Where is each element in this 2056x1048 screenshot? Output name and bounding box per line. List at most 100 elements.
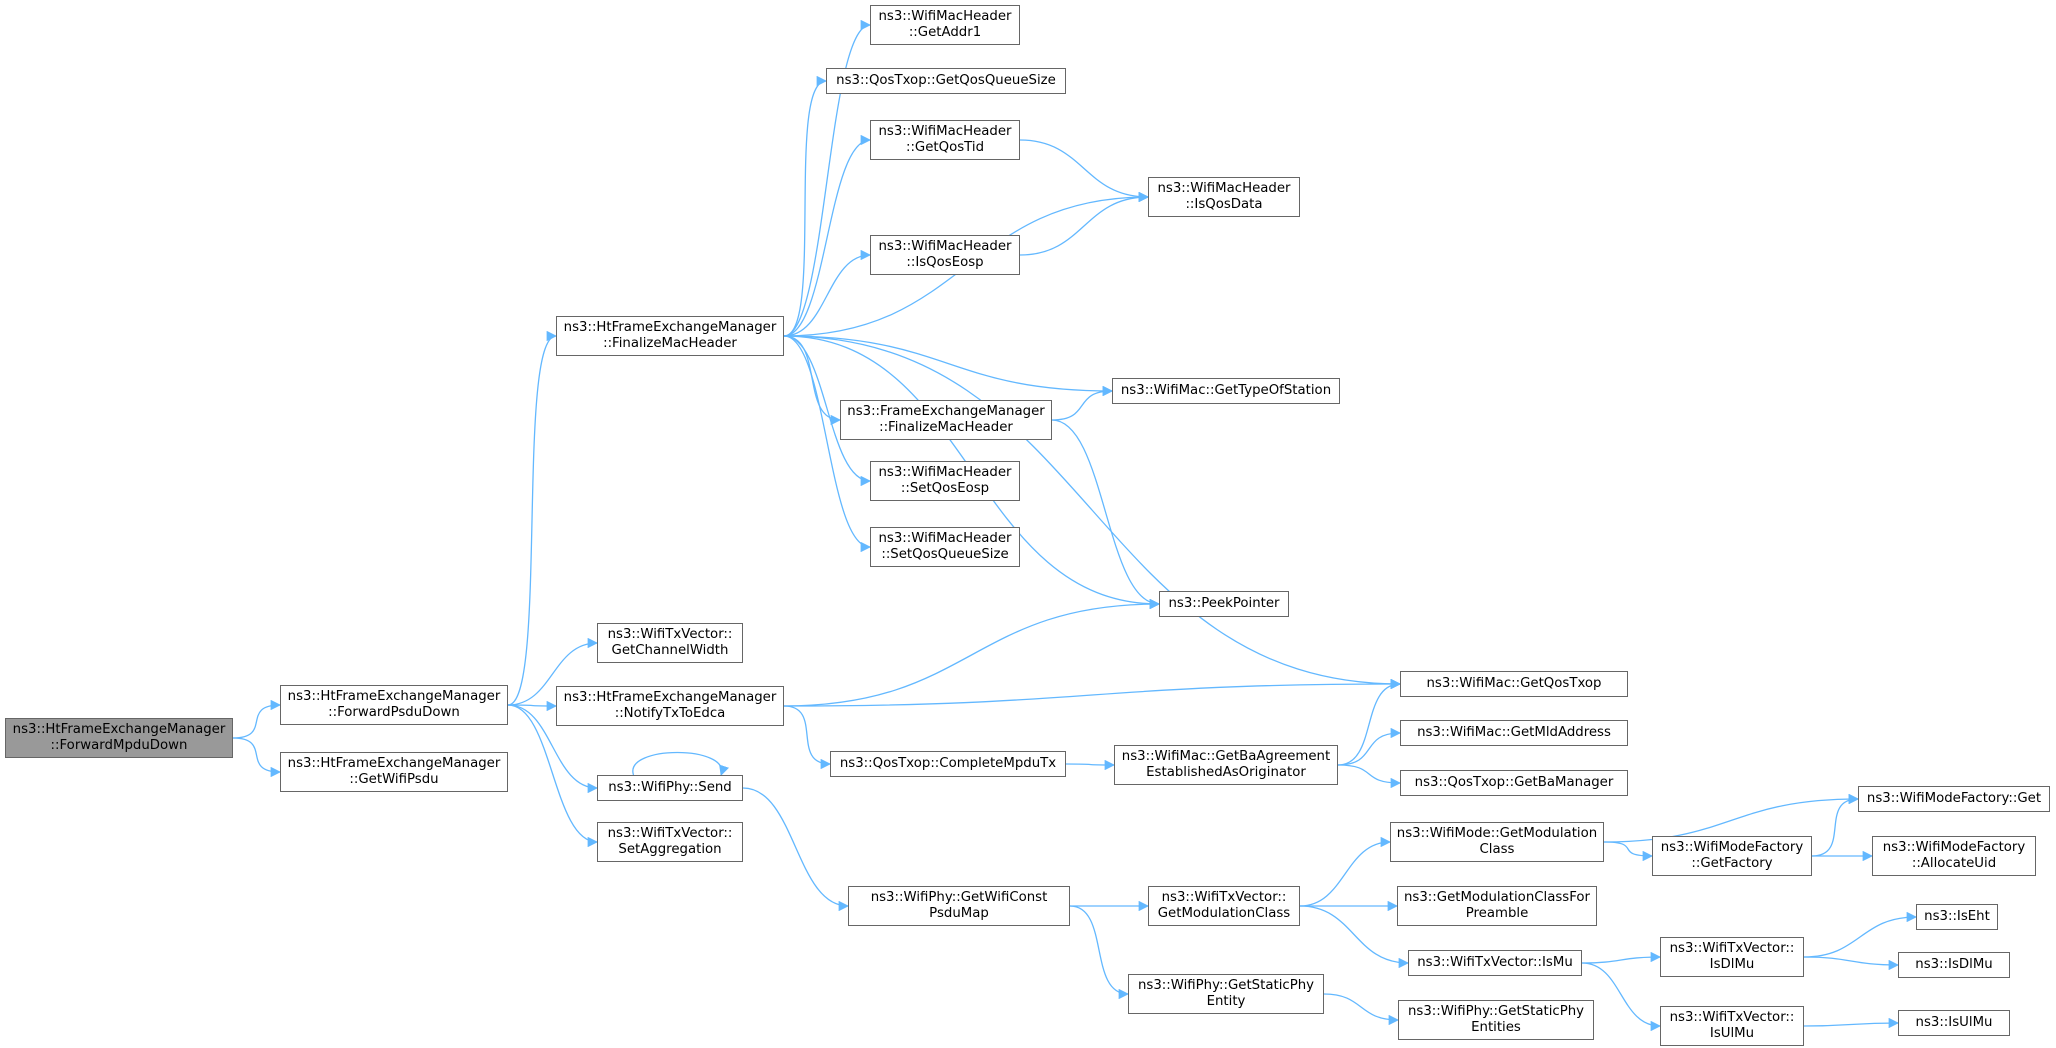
graph-node-n18[interactable]: ns3::WifiMac::GetQosTxop [1400,671,1628,697]
node-label: ns3::WifiMac::GetTypeOfStation [1120,383,1332,398]
node-label: ns3::IsEht [1924,909,1990,924]
edge-n26-n31 [1603,841,1654,862]
graph-node-n34[interactable]: ns3::WifiTxVector::IsUlMu [1660,1006,1804,1046]
graph-node-n14[interactable]: ns3::WifiMacHeader::SetQosQueueSize [870,527,1020,567]
node-label: ns3::HtFrameExchangeManager [563,320,777,335]
node-label: GetModulationClass [1157,906,1291,921]
node-label: ::GetQosTid [905,140,985,155]
node-label: Class [1479,842,1515,857]
edge-n0-n2 [232,737,282,778]
graph-node-n9[interactable]: ns3::QosTxop::GetQosQueueSize [826,68,1066,94]
edge-n26-n30 [1603,793,1860,843]
edge-n1-n6 [507,704,599,794]
graph-node-n4[interactable]: ns3::WifiTxVector::GetChannelWidth [597,623,743,663]
graph-node-n5[interactable]: ns3::HtFrameExchangeManager::NotifyTxToE… [556,686,784,726]
graph-node-n30[interactable]: ns3::WifiModeFactory::Get [1858,786,2050,812]
edge-n34-n37 [1803,1017,1900,1029]
node-label: ns3::QosTxop::CompleteMpduTx [839,756,1057,771]
edge-n3-n13 [783,335,872,487]
graph-node-n24[interactable]: ns3::WifiTxVector::GetModulationClass [1148,886,1300,926]
node-label: ns3::WifiModeFactory::Get [1866,791,2042,806]
node-label: ns3::WifiMacHeader [878,9,1012,24]
edge-n1-n7 [507,704,599,848]
graph-node-n21[interactable]: ns3::WifiMac::GetMldAddress [1400,720,1628,746]
node-label: ::NotifyTxToEdca [614,706,726,721]
node-label: ns3::HtFrameExchangeManager [12,722,226,737]
edge-n28-n33 [1581,951,1662,964]
graph-node-n2[interactable]: ns3::HtFrameExchangeManager::GetWifiPsdu [280,752,508,792]
graph-node-n17[interactable]: ns3::PeekPointer [1159,591,1289,617]
graph-node-n19[interactable]: ns3::QosTxop::CompleteMpduTx [830,751,1066,777]
graph-node-n28[interactable]: ns3::WifiTxVector::IsMu [1408,950,1582,976]
node-label: ::GetAddr1 [908,25,982,40]
node-label: ns3::WifiMac::GetMldAddress [1417,725,1611,740]
edge-n6-n6 [632,751,729,776]
node-label: ns3::WifiMode::GetModulation [1396,826,1598,841]
node-label: EstablishedAsOriginator [1146,765,1306,780]
node-label: ::AllocateUid [1911,856,1997,871]
node-label: ns3::QosTxop::GetQosQueueSize [836,73,1056,88]
edge-n3-n10 [783,134,872,337]
node-label: ns3::WifiPhy::GetStaticPhy [1137,978,1315,993]
edge-n1-n3 [507,330,558,706]
node-label: ns3::WifiPhy::Send [608,780,732,795]
graph-node-n1[interactable]: ns3::HtFrameExchangeManager::ForwardPsdu… [280,685,508,725]
node-label: ns3::FrameExchangeManager [847,404,1045,419]
graph-node-n16[interactable]: ns3::WifiMac::GetTypeOfStation [1112,378,1340,404]
graph-node-n37[interactable]: ns3::IsUlMu [1898,1010,2010,1036]
edge-n3-n9 [783,75,828,337]
node-label: IsUlMu [1709,1026,1755,1041]
edge-n20-n22 [1337,764,1402,789]
node-label: ns3::WifiMacHeader [878,531,1012,546]
graph-node-n8[interactable]: ns3::WifiMacHeader::GetAddr1 [870,5,1020,45]
node-label: ns3::GetModulationClassFor [1403,890,1591,905]
edge-n28-n34 [1581,962,1662,1032]
edge-n5-n17 [783,598,1161,707]
graph-node-n12[interactable]: ns3::FrameExchangeManager::FinalizeMacHe… [840,400,1052,440]
node-label: ::GetWifiPsdu [349,772,439,787]
node-label: ::FinalizeMacHeader [603,336,737,351]
graph-node-n33[interactable]: ns3::WifiTxVector::IsDlMu [1660,937,1804,977]
root-node: ns3::HtFrameExchangeManager::ForwardMpdu… [5,718,233,758]
node-label: ns3::WifiTxVector::IsMu [1417,955,1573,970]
node-label: ns3::WifiTxVector:: [1669,1010,1795,1025]
node-label: Entity [1206,994,1246,1009]
edge-n33-n36 [1803,956,1900,971]
graph-node-n35[interactable]: ns3::IsEht [1916,904,1998,930]
node-label: ns3::WifiMacHeader [1157,181,1291,196]
edge-n3-n8 [783,19,872,337]
edge-n25-n29 [1323,993,1400,1026]
graph-node-n36[interactable]: ns3::IsDlMu [1898,952,2010,978]
node-label: ::SetQosQueueSize [881,547,1009,562]
graph-node-n3[interactable]: ns3::HtFrameExchangeManager::FinalizeMac… [556,316,784,356]
node-label: ns3::WifiMac::GetBaAgreement [1121,749,1331,764]
edge-n5-n19 [783,705,832,770]
node-label: ns3::WifiMac::GetQosTxop [1426,676,1602,691]
edge-n24-n28 [1299,905,1410,969]
node-label: ns3::WifiModeFactory [1882,840,2026,855]
graph-node-n10[interactable]: ns3::WifiMacHeader::GetQosTid [870,120,1020,160]
graph-node-n22[interactable]: ns3::QosTxop::GetBaManager [1400,770,1628,796]
graph-node-n32[interactable]: ns3::WifiModeFactory::AllocateUid [1872,836,2036,876]
edge-n12-n16 [1051,385,1114,421]
graph-node-n11[interactable]: ns3::WifiMacHeader::IsQosEosp [870,235,1020,275]
node-label: ns3::WifiMacHeader [878,124,1012,139]
graph-node-n15[interactable]: ns3::WifiMacHeader::IsQosData [1148,177,1300,217]
node-label: ns3::WifiTxVector:: [607,627,733,642]
edge-n10-n15 [1019,139,1150,203]
graph-node-n13[interactable]: ns3::WifiMacHeader::SetQosEosp [870,461,1020,501]
edge-n23-n25 [1069,905,1130,1000]
graph-node-n6[interactable]: ns3::WifiPhy::Send [597,775,743,801]
edge-n3-n16 [783,335,1114,397]
graph-node-n31[interactable]: ns3::WifiModeFactory::GetFactory [1652,836,1812,876]
node-label: ::IsQosEosp [906,255,984,270]
node-label: ns3::WifiTxVector:: [1161,890,1287,905]
graph-node-n7[interactable]: ns3::WifiTxVector::SetAggregation [597,822,743,862]
